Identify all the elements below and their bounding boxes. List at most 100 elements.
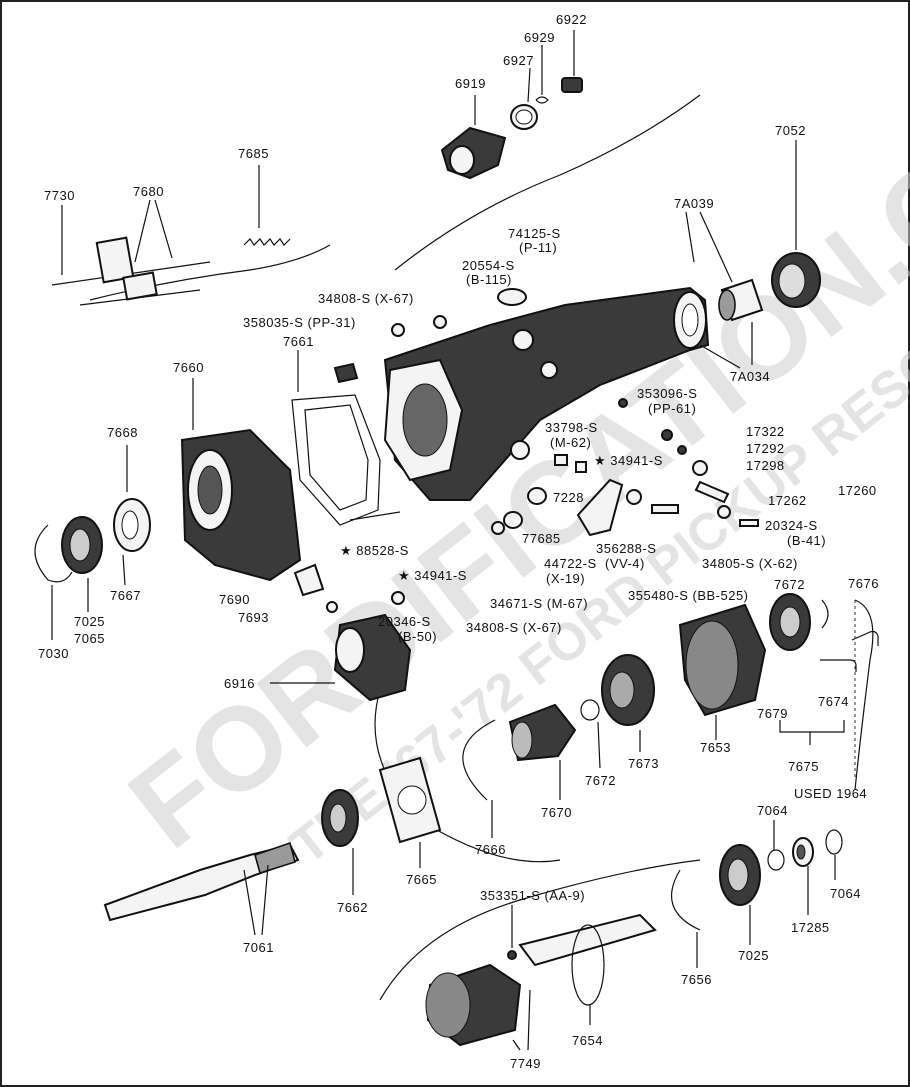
label-7a034: 7A034	[730, 369, 770, 384]
part-7052-seal	[771, 140, 821, 308]
label-77685: 77685	[522, 531, 561, 546]
label-7662: 7662	[337, 900, 368, 915]
label-7676: 7676	[848, 576, 879, 591]
part-7653-drum	[678, 603, 767, 740]
label-7672-mid: 7672	[585, 773, 616, 788]
label-7228: 7228	[553, 490, 584, 505]
label-7670: 7670	[541, 805, 572, 820]
label-7667: 7667	[110, 588, 141, 603]
part-7665-plate	[378, 756, 442, 868]
part-7a034-extension-housing	[383, 286, 753, 501]
part-7749-output-shaft	[425, 913, 657, 1051]
label-34808-bottom: 34808-S (X-67)	[466, 620, 562, 635]
label-7690: 7690	[219, 592, 250, 607]
label-20324-code: (B-41)	[787, 533, 826, 548]
label-6919: 6919	[455, 76, 486, 91]
label-34941-a: ★ 34941-S	[594, 453, 663, 468]
label-17298: 17298	[746, 458, 785, 473]
part-20554-bolt	[433, 315, 447, 329]
part-74125-plug	[497, 288, 527, 306]
label-7052: 7052	[775, 123, 806, 138]
label-7653: 7653	[700, 740, 731, 755]
label-358035: 358035-S (PP-31)	[243, 315, 356, 330]
label-7693: 7693	[238, 610, 269, 625]
part-6922-connector	[561, 30, 583, 93]
label-7065: 7065	[74, 631, 105, 646]
part-17285-gear	[792, 837, 814, 915]
part-7670-sun-gear	[508, 703, 577, 800]
part-7666-ring	[462, 719, 496, 838]
part-7674-spring	[820, 659, 857, 672]
label-17322: 17322	[746, 424, 785, 439]
part-7061-shaft	[103, 841, 300, 936]
part-7662-gear	[321, 789, 359, 895]
label-7064-b: 7064	[830, 886, 861, 901]
part-7654-ring	[571, 924, 605, 1006]
part-358035-plug	[333, 362, 359, 384]
label-7030: 7030	[38, 646, 69, 661]
part-6919-governor	[440, 95, 507, 180]
label-353096-code: (PP-61)	[648, 401, 696, 416]
part-7676-spring	[851, 630, 879, 646]
label-17262: 17262	[768, 493, 807, 508]
label-353351: 353351-S (AA-9)	[480, 888, 585, 903]
part-353351-plug	[507, 950, 517, 960]
part-34808-washer	[391, 323, 405, 337]
label-7685: 7685	[238, 146, 269, 161]
part-7661-gasket	[291, 350, 381, 526]
label-7660: 7660	[173, 360, 204, 375]
label-17260: 17260	[838, 483, 877, 498]
label-7656: 7656	[681, 972, 712, 987]
part-7685-spring	[243, 165, 291, 246]
label-7025-left: 7025	[74, 614, 105, 629]
label-7672-top: 7672	[774, 577, 805, 592]
label-6922: 6922	[556, 12, 587, 27]
part-7064-ring-b	[825, 829, 843, 855]
label-34808-top: 34808-S (X-67)	[318, 291, 414, 306]
label-20346-code: (B-50)	[398, 629, 437, 644]
label-7668: 7668	[107, 425, 138, 440]
label-20346: 20346-S	[378, 614, 431, 629]
label-6916: 6916	[224, 676, 255, 691]
label-7064-a: 7064	[757, 803, 788, 818]
label-355480: 355480-S (BB-525)	[628, 588, 749, 603]
part-7672-clutch-pack	[769, 593, 811, 651]
label-7730: 7730	[44, 188, 75, 203]
label-6929: 6929	[524, 30, 555, 45]
label-7673: 7673	[628, 756, 659, 771]
label-7749: 7749	[510, 1056, 541, 1071]
label-7679: 7679	[757, 706, 788, 721]
label-17285: 17285	[791, 920, 830, 935]
part-7656-ring	[671, 869, 701, 968]
label-17292: 17292	[746, 441, 785, 456]
label-356288: 356288-S	[596, 541, 656, 556]
part-6929-clip	[535, 45, 549, 104]
label-7654: 7654	[572, 1033, 603, 1048]
label-7675: 7675	[788, 759, 819, 774]
part-7680-linkage	[51, 199, 211, 306]
label-353096: 353096-S	[637, 386, 697, 401]
label-34805: 34805-S (X-62)	[702, 556, 798, 571]
part-7673-planetary	[601, 654, 655, 752]
label-44722: 44722-S	[544, 556, 597, 571]
label-74125: 74125-S	[508, 226, 561, 241]
label-33798: 33798-S	[545, 420, 598, 435]
label-6927: 6927	[503, 53, 534, 68]
part-7672-snap-ring-top	[821, 599, 829, 629]
label-7674: 7674	[818, 694, 849, 709]
label-7a039: 7A039	[674, 196, 714, 211]
label-7661: 7661	[283, 334, 314, 349]
part-7a039-bushing	[685, 211, 764, 322]
part-7672-snap-ring-mid	[580, 699, 601, 769]
part-353096-plug	[618, 398, 628, 408]
label-used-1964: USED 1964	[794, 786, 867, 801]
label-20554-code: (B-115)	[466, 272, 512, 287]
label-7680: 7680	[133, 184, 164, 199]
label-33798-code: (M-62)	[550, 435, 591, 450]
label-34671: 34671-S (M-67)	[490, 596, 588, 611]
part-7025-bearing-right	[719, 844, 761, 945]
label-44722-code: (X-19)	[546, 571, 585, 586]
part-7668-bearing	[113, 445, 151, 552]
label-34941-b: ★ 34941-S	[398, 568, 467, 583]
